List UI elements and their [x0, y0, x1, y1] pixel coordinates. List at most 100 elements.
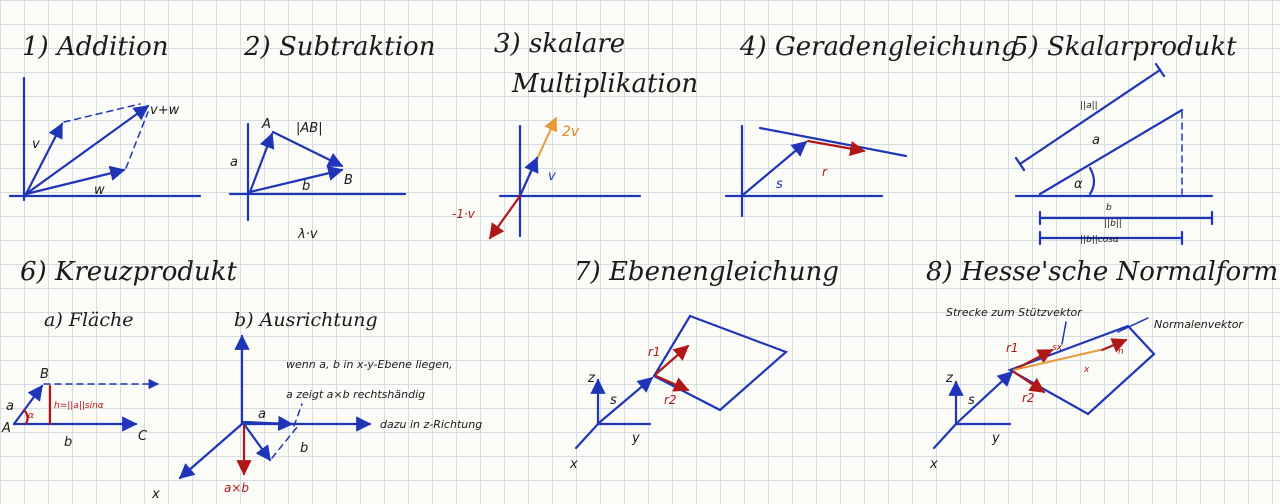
skalarprodukt-diagram: [1014, 62, 1214, 246]
label-norm-b: ||b||: [1104, 219, 1122, 229]
norm-a-line: [1018, 68, 1162, 166]
pointer-normale: [1117, 317, 1149, 333]
ausr-dashed-2: [293, 403, 303, 427]
label-b-ausr: b: [300, 441, 308, 456]
vector-a-to-A: [248, 132, 275, 194]
label-alpha-sp: α: [1074, 177, 1083, 192]
label-v-plus-w: v+w: [150, 103, 180, 118]
vector-n-hesse: [1100, 338, 1128, 353]
vector-v-skalar: [518, 156, 539, 198]
vector-minus-v: [488, 194, 522, 240]
label-point-C-flaeche: C: [138, 429, 148, 444]
label-r2-ebene: r2: [664, 393, 677, 407]
vector-v-plus-w: [24, 104, 150, 196]
ausr-dashed-1: [271, 425, 299, 459]
label-point-B-flaeche: B: [40, 367, 49, 382]
label-z-ebene: z: [587, 371, 596, 386]
label-b-sub: b: [302, 179, 310, 194]
vector-a-flaeche: [12, 384, 44, 426]
flaeche-diagram: [12, 378, 160, 432]
vector-AB: [271, 130, 344, 168]
title-hesse: 8) Hesse'sche Normalform: [926, 257, 1278, 287]
vector-b-ausr: [242, 422, 272, 462]
addition-diagram: [8, 76, 202, 202]
label-a-sub: a: [230, 155, 238, 170]
label-a-cross-b: a×b: [224, 481, 249, 495]
angle-alpha-flaeche: [22, 408, 29, 426]
note-line-2: a zeigt a×b rechtshändig: [286, 388, 425, 401]
gerade-diagram: [724, 124, 908, 218]
ausr-x-axis: [178, 422, 244, 480]
vector-v: [24, 122, 64, 196]
hesse-x-axis: [932, 422, 958, 450]
plane-hesse: [1007, 324, 1156, 416]
vector-s-ebene: [598, 376, 654, 424]
label-proj: ||b||cosα: [1080, 235, 1119, 245]
gerade-line: [758, 126, 908, 158]
label-a-ausr: a: [258, 407, 266, 422]
subtraktion-diagram: [228, 122, 407, 222]
label-x-ebene: x: [569, 457, 578, 472]
subtitle-flaeche: a) Fläche: [44, 309, 134, 331]
label-y-ebene: y: [631, 431, 640, 446]
title-ebenengleichung: 7) Ebenengleichung: [574, 257, 839, 287]
subtitle-ausrichtung: b) Ausrichtung: [234, 309, 378, 331]
label-a-flaeche: a: [6, 399, 14, 414]
title-multiplikation: Multiplikation: [511, 69, 698, 99]
hesse-diagram: [932, 317, 1156, 450]
ebene-x-axis: [574, 422, 600, 450]
label-n-hesse: n: [1118, 347, 1124, 357]
vector-s-gerade: [742, 140, 808, 196]
title-addition: 1) Addition: [22, 32, 169, 62]
vector-x-hesse: [1013, 349, 1101, 371]
label-r1-ebene: r1: [648, 345, 661, 359]
parallel-w-dashed: [63, 103, 141, 123]
vector-a-ausr: [242, 415, 294, 432]
plane-ebene: [652, 314, 789, 412]
ebene-diagram: [574, 314, 789, 450]
label-s-ebene: s: [610, 393, 617, 408]
title-geradengleichung: 4) Geradengleichung: [739, 32, 1018, 62]
ausrichtung-diagram: [178, 334, 372, 480]
vector-s-hesse: [956, 370, 1014, 424]
vector-r1-ebene: [654, 344, 690, 376]
label-x-ausr: x: [151, 487, 160, 502]
norm-a-tick-end: [1154, 62, 1166, 78]
vector-r2-ebene: [654, 374, 690, 392]
label-point-A-flaeche: A: [1, 421, 11, 436]
title-skalare: 3) skalare: [494, 29, 625, 59]
norm-a-tick-start: [1014, 156, 1026, 172]
vector-r2-hesse: [1012, 370, 1046, 394]
label-AB: |AB|: [296, 121, 323, 136]
label-s-hesse: s: [968, 393, 975, 408]
title-kreuzprodukt: 6) Kreuzprodukt: [20, 257, 238, 287]
label-a-sp: a: [1092, 133, 1100, 148]
label-height: h=||a||sinα: [54, 401, 104, 411]
label-y-hesse: y: [991, 431, 1000, 446]
label-point-B: B: [344, 173, 353, 188]
label-alpha-flaeche: α: [28, 411, 34, 421]
title-skalarprodukt: 5) Skalarprodukt: [1012, 32, 1237, 62]
label-r-gerade: r: [822, 165, 828, 179]
title-subtraktion: 2) Subtraktion: [243, 32, 435, 62]
vector-r1-hesse: [1012, 348, 1054, 372]
label-b-flaeche: b: [64, 435, 72, 450]
label-2v: 2v: [562, 124, 580, 140]
label-x-hesse: x: [929, 457, 938, 472]
label-s-gerade: s: [776, 177, 783, 192]
label-norm-a: ||a||: [1080, 101, 1098, 111]
label-sx-hesse: sx: [1052, 343, 1063, 353]
label-z-hesse: z: [945, 371, 954, 386]
angle-alpha-arc: [1088, 166, 1096, 196]
skalar-diagram: [488, 116, 642, 240]
label-x-vec-hesse: x: [1083, 365, 1090, 375]
vector-r-gerade: [806, 139, 866, 157]
label-w: w: [94, 183, 105, 198]
label-lambda-v: λ·v: [297, 227, 318, 242]
label-r1-hesse: r1: [1006, 341, 1019, 355]
label-v-skalar: v: [548, 169, 556, 184]
label-b-sp: b: [1106, 203, 1112, 213]
note-line-1: wenn a, b in x-y-Ebene liegen,: [286, 358, 453, 371]
parallel-v-dashed: [125, 111, 149, 169]
